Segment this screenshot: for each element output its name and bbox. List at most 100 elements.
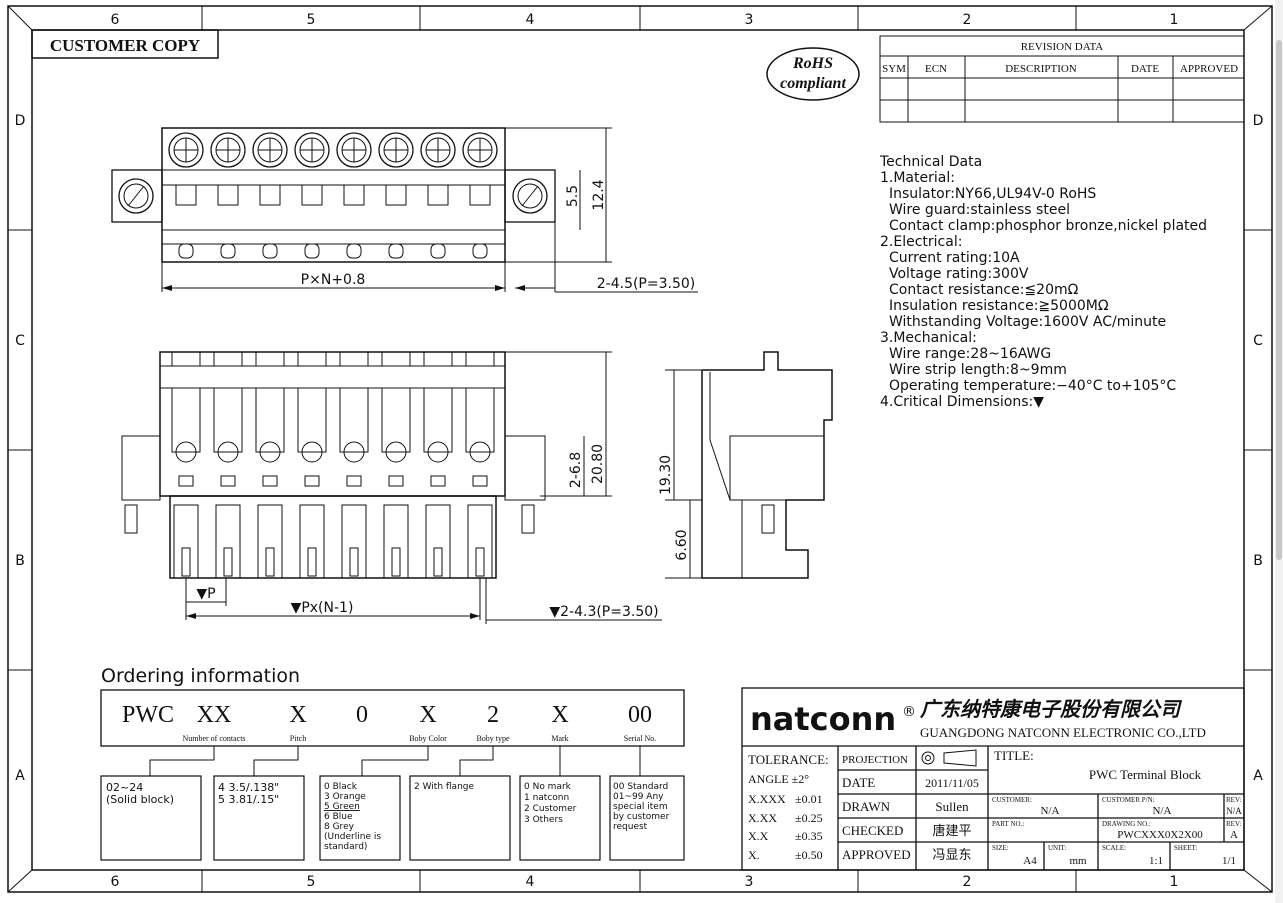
tolerance-key: X.XXX xyxy=(748,792,786,806)
wire-entry xyxy=(259,184,281,206)
option-text: 00 Standard xyxy=(613,782,668,792)
wire-entry-circle xyxy=(259,441,281,463)
release-window xyxy=(472,475,488,487)
col-label: 5 xyxy=(307,874,316,890)
col-label: 2 xyxy=(963,874,972,890)
row-label: D xyxy=(1253,113,1264,129)
projection-label: PROJECTION xyxy=(842,754,908,766)
customer-label: CUSTOMER: xyxy=(992,796,1032,804)
row-label: D xyxy=(15,113,26,129)
drawn-value: Sullen xyxy=(935,799,969,814)
rohs-line1: RoHS xyxy=(792,55,833,72)
option-text: 2 Customer xyxy=(524,804,577,814)
clamp-screw-icon xyxy=(462,132,498,168)
flange-screw-left xyxy=(118,178,154,214)
tech-line: Current rating:10A xyxy=(889,250,1020,266)
clamp-screw-icon xyxy=(378,132,414,168)
wire-entry-circle xyxy=(469,441,491,463)
option-text: 4 3.5/.138" xyxy=(218,781,279,794)
customer-pn-label: CUSTOMER P/N: xyxy=(1102,796,1155,804)
date-label: DATE xyxy=(842,775,875,790)
wire-entry xyxy=(385,184,407,206)
wire-channel xyxy=(465,387,495,453)
tech-line: Withstanding Voltage:1600V AC/minute xyxy=(889,314,1166,330)
order-label: Pitch xyxy=(290,734,306,743)
contact-cavity xyxy=(173,504,199,579)
contact-cavity xyxy=(257,504,283,579)
drawing-title: PWC Terminal Block xyxy=(1089,767,1202,782)
test-hole xyxy=(220,243,236,259)
wire-entry xyxy=(343,184,365,206)
wire-entry xyxy=(427,184,449,206)
top-view: P×N+0.8 2-4.5(P=3.50) 5.5 12.4 xyxy=(111,127,698,293)
option-text: special item xyxy=(613,802,668,812)
contact-pin xyxy=(265,547,275,577)
checked-value: 唐建平 xyxy=(932,823,971,838)
tolerance-val: ±0.01 xyxy=(795,792,823,806)
contact-cavity xyxy=(467,504,493,579)
test-hole xyxy=(472,243,488,259)
option-text: 0 No mark xyxy=(524,782,572,792)
rohs-line2: compliant xyxy=(780,75,846,92)
order-label: Serial No. xyxy=(624,734,656,743)
order-code: X xyxy=(419,702,436,728)
wire-channel xyxy=(255,387,285,453)
tech-line: Technical Data xyxy=(879,154,982,170)
test-hole xyxy=(430,243,446,259)
drawing-no-label: DRAWING NO.: xyxy=(1102,820,1151,828)
size-value: A4 xyxy=(1023,855,1037,867)
col-label: 3 xyxy=(745,12,754,28)
clamp-screw-icon xyxy=(168,132,204,168)
ordering-title: Ordering information xyxy=(101,665,300,687)
tech-line: Wire guard:stainless steel xyxy=(889,202,1070,218)
contact-cavity xyxy=(383,504,409,579)
test-hole xyxy=(304,243,320,259)
option-text: 5 3.81/.15" xyxy=(218,793,279,806)
customer-value: N/A xyxy=(1041,805,1060,817)
tolerance-key: X.XX xyxy=(748,811,777,825)
clamp-screw-icon xyxy=(336,132,372,168)
option-text: 5 Green xyxy=(324,802,360,812)
col-label: 4 xyxy=(526,874,535,890)
option-text: by customer xyxy=(613,812,670,822)
rev-value: A xyxy=(1230,829,1238,841)
tech-line: Contact clamp:phosphor bronze,nickel pla… xyxy=(889,218,1207,234)
release-window xyxy=(304,475,320,487)
contact-cavity xyxy=(341,504,367,579)
option-text: 3 Orange xyxy=(324,792,366,802)
row-label: A xyxy=(1253,768,1263,784)
row-label: A xyxy=(15,768,25,784)
date-value: 2011/11/05 xyxy=(925,776,979,790)
tolerance-val: ±0.50 xyxy=(795,848,823,862)
wire-channel xyxy=(423,387,453,453)
option-text: (Underline is xyxy=(324,832,381,842)
technical-data: Technical Data 1.Material: Insulator:NY6… xyxy=(879,154,1207,410)
row-label: C xyxy=(15,333,25,349)
contact-pin xyxy=(181,547,191,577)
rev-label: REV: xyxy=(1226,820,1241,828)
wire-entry xyxy=(217,184,239,206)
scrollbar-thumb[interactable] xyxy=(1276,40,1282,560)
dim-front-h1: 2-6.8 xyxy=(568,452,584,488)
customer-pn-value: N/A xyxy=(1153,805,1172,817)
dim-front-h2: 20.80 xyxy=(590,444,606,484)
order-code: XX xyxy=(197,702,232,728)
dim-top-width: P×N+0.8 xyxy=(301,272,366,288)
tolerance-key: X.X xyxy=(748,829,769,843)
brand-logo: natconn xyxy=(750,700,896,738)
contact-cavity xyxy=(425,504,451,579)
option-text: 3 Others xyxy=(524,815,563,825)
tech-line: Insulator:NY66,UL94V-0 RoHS xyxy=(889,186,1096,202)
vertical-scrollbar[interactable] xyxy=(1275,0,1283,903)
option-text: 2 With flange xyxy=(414,782,474,792)
customer-copy-stamp: CUSTOMER COPY xyxy=(50,36,200,55)
wire-entry-circle xyxy=(385,441,407,463)
wire-entry-circle xyxy=(217,441,239,463)
order-label: Mark xyxy=(551,734,568,743)
projection-symbol-icon xyxy=(921,749,977,767)
option-text: 1 natconn xyxy=(524,793,569,803)
order-label: Number of contacts xyxy=(182,734,245,743)
contact-cavity xyxy=(299,504,325,579)
wire-entry-circle xyxy=(427,441,449,463)
revision-header: ECN xyxy=(925,63,947,75)
